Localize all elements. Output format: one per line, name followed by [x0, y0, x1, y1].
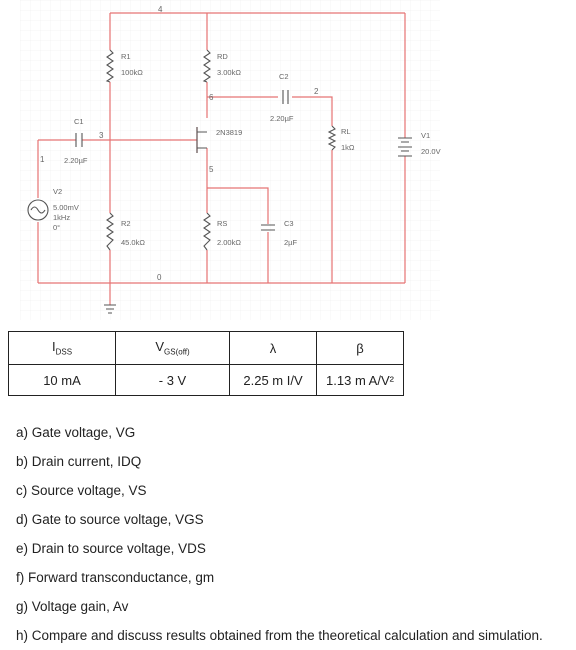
v1-value: 20.0V [421, 147, 441, 156]
node-4: 4 [158, 5, 163, 14]
v2-amplitude: 5.00mV [53, 203, 79, 212]
rs-label: RS [217, 219, 227, 228]
component-labels: R1 100kΩ RD 3.00kΩ C2 2.20µF C1 2.20µF 2… [53, 52, 441, 247]
c2-value: 2.20µF [270, 114, 294, 123]
node-5: 5 [209, 165, 214, 174]
question-h: h) Compare and discuss results obtained … [16, 628, 543, 643]
header-lambda: λ [229, 331, 317, 365]
parameter-table: IDSS VGS(off) λ β 10 mA - 3 V 2.25 m I/V… [8, 331, 404, 396]
rs-value: 2.00kΩ [217, 238, 241, 247]
c2-label: C2 [279, 72, 289, 81]
r2-value: 45.0kΩ [121, 238, 145, 247]
value-lambda: 2.25 m I/V [229, 364, 317, 396]
r1-label: R1 [121, 52, 131, 61]
jfet-transistor [196, 127, 207, 153]
question-c: c) Source voltage, VS [16, 483, 147, 498]
capacitor-c2 [282, 90, 289, 104]
v2-phase: 0° [53, 223, 60, 232]
resistor-rs [203, 212, 211, 251]
header-beta: β [316, 331, 404, 365]
question-e: e) Drain to source voltage, VDS [16, 541, 206, 556]
node-1: 1 [40, 155, 45, 164]
value-vgs-off: - 3 V [115, 364, 230, 396]
schematic-grid [20, 0, 440, 320]
value-idss: 10 mA [8, 364, 116, 396]
table-header-row: IDSS VGS(off) λ β [8, 331, 404, 365]
c3-value: 2µF [284, 238, 297, 247]
ac-source-v2 [27, 199, 49, 221]
question-d: d) Gate to source voltage, VGS [16, 512, 204, 527]
v1-label: V1 [421, 131, 430, 140]
v2-frequency: 1kHz [53, 213, 70, 222]
question-f: f) Forward transconductance, gm [16, 570, 215, 585]
c3-label: C3 [284, 219, 294, 228]
question-list: a) Gate voltage, VG b) Drain current, ID… [16, 418, 576, 650]
question-b: b) Drain current, IDQ [16, 454, 142, 469]
resistor-rd [202, 49, 211, 83]
header-idss: IDSS [8, 331, 116, 365]
node-2: 2 [314, 87, 319, 96]
battery-v1 [398, 137, 412, 157]
value-beta: 1.13 m A/V² [316, 364, 404, 396]
capacitor-c3 [261, 224, 275, 231]
resistor-r1 [105, 49, 114, 83]
ground-symbol [104, 304, 116, 314]
resistor-rl [327, 125, 337, 151]
rd-value: 3.00kΩ [217, 68, 241, 77]
v2-label: V2 [53, 187, 62, 196]
question-a: a) Gate voltage, VG [16, 425, 136, 440]
circuit-schematic: 4 3 1 6 2 5 0 R1 100kΩ RD 3.00kΩ C2 2.20… [20, 0, 441, 320]
header-vgs-off: VGS(off) [115, 331, 230, 365]
node-0: 0 [157, 273, 162, 282]
capacitor-c1 [75, 133, 83, 147]
r2-label: R2 [121, 219, 131, 228]
c1-value: 2.20µF [64, 156, 88, 165]
c1-label: C1 [74, 117, 84, 126]
question-g: g) Voltage gain, Av [16, 599, 129, 614]
rl-label: RL [341, 127, 351, 136]
resistor-r2 [106, 212, 114, 251]
node-3: 3 [99, 131, 104, 140]
table-row: 10 mA - 3 V 2.25 m I/V 1.13 m A/V² [8, 364, 404, 396]
rd-label: RD [217, 52, 228, 61]
node-labels: 4 3 1 6 2 5 0 [40, 5, 319, 282]
rl-value: 1kΩ [341, 143, 355, 152]
r1-value: 100kΩ [121, 68, 143, 77]
jfet-label: 2N3819 [216, 128, 242, 137]
components [27, 49, 412, 314]
node-6: 6 [209, 93, 214, 102]
